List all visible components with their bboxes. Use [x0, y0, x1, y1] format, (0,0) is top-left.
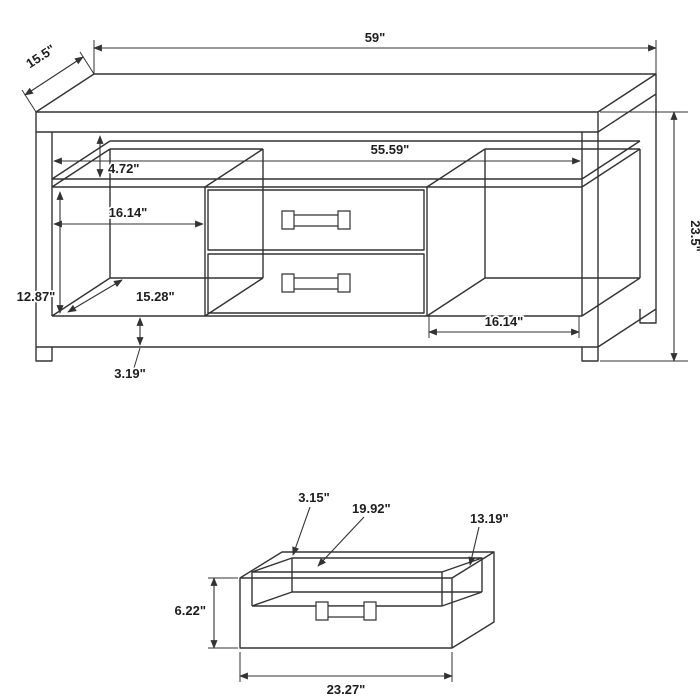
drawer-extension-lines	[208, 577, 453, 682]
leader-drawer-interior-depth	[468, 526, 480, 566]
dim-label-drawer-inner-offset: 3.15"	[298, 490, 329, 505]
drawer-handle-icon	[315, 601, 377, 621]
tv-console-drawing: 59" 15.5" 23.5" 55.59" 4.72" 16.14" 12.8…	[15, 28, 700, 383]
leader-drawer-interior-width	[317, 516, 365, 567]
dim-label-base-height: 3.19"	[114, 366, 145, 381]
dim-label-right-compartment-width: 16.14"	[485, 314, 524, 329]
dim-label-shelf-height: 4.72"	[108, 161, 139, 176]
dim-label-drawer-interior-depth: 13.19"	[470, 511, 509, 526]
console-extension-lines	[21, 40, 688, 369]
dim-label-drawer-interior-width: 19.92"	[352, 501, 391, 516]
dim-line-compartment-depth	[67, 279, 123, 313]
dim-line-console-depth	[24, 56, 84, 96]
drawer-outline	[239, 551, 495, 649]
dim-label-console-height: 23.5"	[688, 220, 700, 251]
drawer-detail-drawing: 6.22" 23.27" 3.15" 19.92" 13.19"	[173, 488, 511, 699]
dim-label-interior-width: 55.59"	[371, 142, 410, 157]
drawer-handle-icon	[281, 210, 351, 293]
console-drawer-fronts	[207, 189, 425, 314]
dim-label-console-depth: 15.5"	[23, 41, 58, 71]
dim-label-drawer-width: 23.27"	[327, 682, 366, 697]
dim-label-compartment-depth: 15.28"	[136, 289, 175, 304]
dim-label-compartment-height: 12.87"	[17, 289, 56, 304]
dim-label-left-compartment-width: 16.14"	[109, 205, 148, 220]
console-interior-lines	[51, 132, 641, 317]
dim-label-console-width: 59"	[365, 30, 386, 45]
dim-label-drawer-height: 6.22"	[175, 603, 206, 618]
leader-drawer-inner-offset	[292, 506, 311, 556]
